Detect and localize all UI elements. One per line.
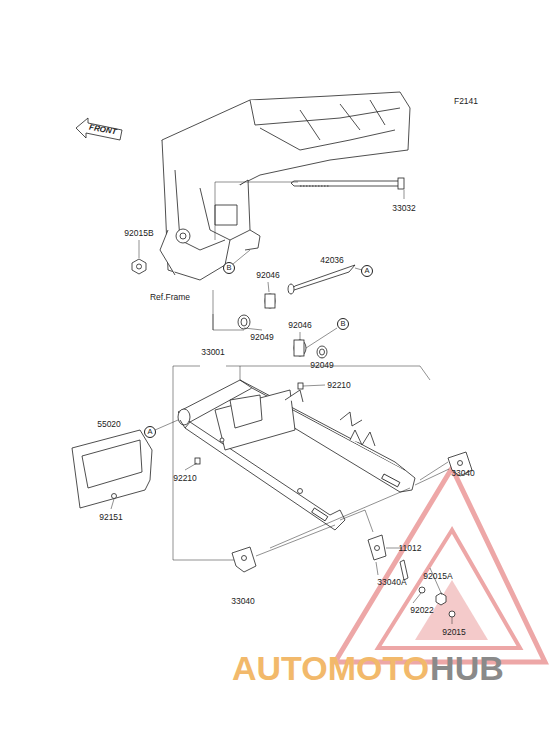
callout-number: 92046: [288, 321, 312, 330]
reference-letter: A: [364, 267, 369, 275]
callout-number: 92015: [442, 628, 466, 637]
callout-number: 33040: [451, 469, 475, 478]
reference-letter: B: [340, 320, 345, 328]
callout-number: 92049: [250, 333, 274, 342]
reference-letter: B: [226, 264, 231, 272]
swingarm: [178, 380, 415, 530]
callout-number: 92046: [256, 271, 280, 280]
callout-number: 33001: [201, 348, 225, 357]
callout-number: 92210: [173, 474, 197, 483]
watermark-triangle: [335, 468, 545, 662]
callout-number: 92151: [99, 513, 123, 522]
leader-lines: [111, 182, 452, 624]
callout-number: 92015B: [124, 229, 153, 238]
callout-number: 11012: [398, 544, 421, 553]
reference-letter: A: [147, 428, 152, 436]
callout-number: 92015A: [423, 572, 452, 581]
callout-number: 92022: [410, 606, 434, 615]
reference-circle: A: [361, 265, 374, 278]
watermark-text: HUB: [430, 651, 504, 685]
watermark-text: AUTOMOTO: [232, 651, 429, 685]
callout-number: 92049: [310, 361, 334, 370]
front-arrow: [76, 118, 122, 140]
adjusters: [195, 383, 472, 617]
callout-number: 55020: [97, 420, 121, 429]
callout-number: 33032: [392, 204, 416, 213]
callout-number: 33040: [231, 597, 255, 606]
callout-number: 42036: [320, 256, 344, 265]
callout-number: Ref.Frame: [150, 293, 190, 302]
callout-number: 33040A: [377, 578, 406, 587]
reference-circle: A: [144, 426, 157, 439]
figure-number: F2141: [454, 97, 478, 106]
chain-guard: [72, 430, 152, 508]
pivot-parts: [132, 178, 404, 358]
reference-circle: B: [337, 318, 350, 331]
callout-number: 92210: [327, 381, 351, 390]
frame: [160, 92, 410, 280]
reference-circle: B: [223, 262, 236, 275]
